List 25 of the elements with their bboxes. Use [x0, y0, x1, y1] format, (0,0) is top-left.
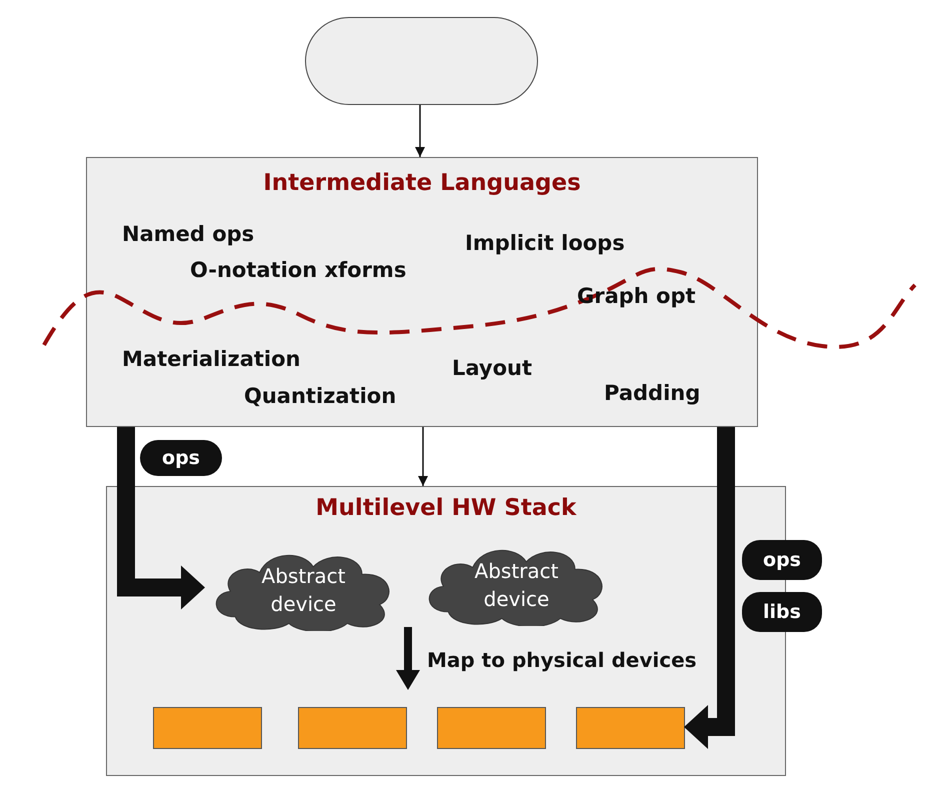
text-label: Padding [604, 381, 700, 405]
text-label: Named ops [122, 222, 254, 246]
group-panel [86, 157, 758, 427]
arrow [415, 105, 425, 157]
text-label: Layout [452, 356, 532, 380]
thick-arrow [684, 427, 735, 749]
text-label: Graph opt [577, 284, 696, 308]
text-label: Quantization [244, 384, 396, 408]
device-bar [576, 707, 685, 749]
tag-badge: libs [742, 592, 822, 632]
tag-badge: ops [140, 440, 222, 476]
thick-arrow [117, 427, 205, 610]
device-bar [153, 707, 262, 749]
device-bar [437, 707, 546, 749]
text-label: Materialization [122, 347, 300, 371]
text-label: O-notation xforms [190, 258, 406, 282]
text-label: Implicit loops [465, 231, 625, 255]
arrow [418, 427, 428, 486]
panel-title: Multilevel HW Stack [314, 495, 578, 521]
text-label: Map to physical devices [427, 648, 697, 672]
device-bar [298, 707, 407, 749]
panel-title: Intermediate Languages [262, 170, 582, 196]
tag-badge: ops [742, 540, 822, 580]
cloud-label: Abstract device [474, 558, 560, 613]
cloud-label: Abstract device [260, 563, 346, 618]
